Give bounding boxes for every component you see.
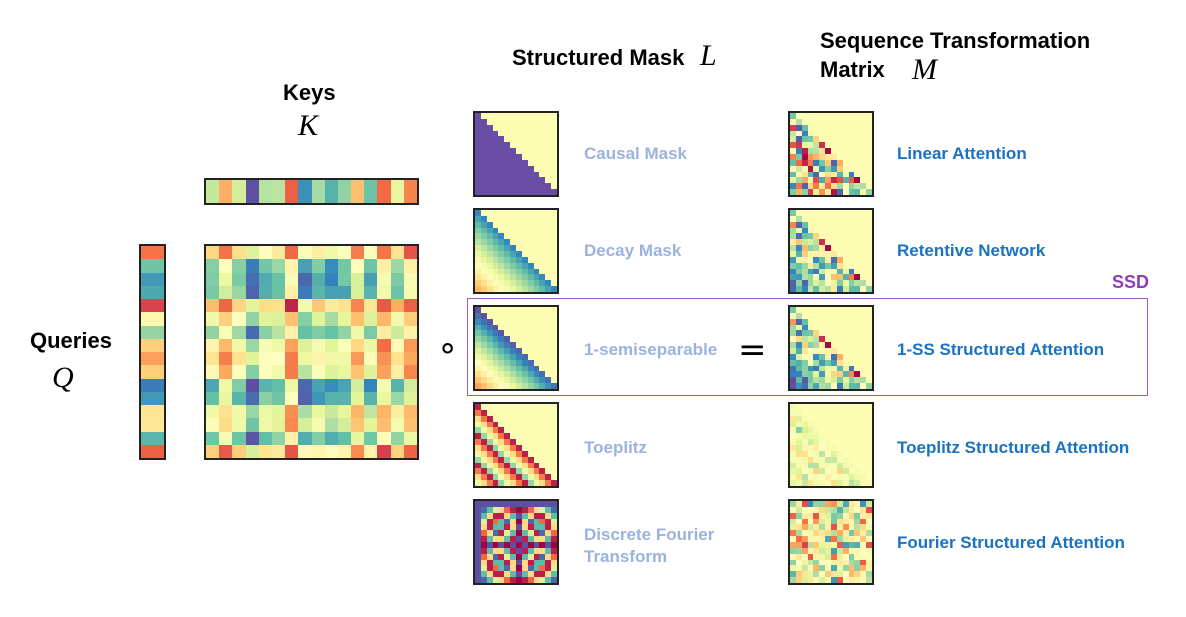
keys-symbol: K xyxy=(298,109,319,142)
keys-vector xyxy=(204,178,419,205)
mask-heading: Structured Mask xyxy=(512,45,685,70)
result-label-retentive-network: Retentive Network xyxy=(897,241,1046,260)
transform-heading-line1: Sequence Transformation xyxy=(820,28,1091,53)
queries-heading: Queries xyxy=(30,328,112,353)
qk-matrix xyxy=(204,244,419,460)
fourier-structured-attention-matrix xyxy=(788,499,874,585)
result-label-fourier-attention: Fourier Structured Attention xyxy=(897,533,1125,552)
mask-label-dft-line1: Discrete Fourier xyxy=(584,525,715,544)
mask-symbol: L xyxy=(700,39,717,72)
keys-heading: Keys xyxy=(283,80,336,105)
ssd-label: SSD xyxy=(1112,272,1150,292)
ss-structured-attention-matrix xyxy=(788,305,874,391)
equals-operator: = xyxy=(738,330,767,370)
retentive-network-matrix xyxy=(788,208,874,294)
linear-attention-matrix xyxy=(788,111,874,197)
queries-symbol: Q xyxy=(52,361,74,394)
transform-heading-line2: Matrix xyxy=(820,57,885,82)
semiseparable-mask-matrix xyxy=(473,305,559,391)
causal-mask-matrix xyxy=(473,111,559,197)
mask-label-toeplitz: Toeplitz xyxy=(584,438,647,457)
result-label-linear-attention: Linear Attention xyxy=(897,144,1027,163)
mask-label-semiseparable: 1-semiseparable xyxy=(584,340,718,359)
toeplitz-mask-matrix xyxy=(473,402,559,488)
result-label-1ss-attention: 1-SS Structured Attention xyxy=(897,340,1105,359)
mask-label-causal: Causal Mask xyxy=(584,144,687,163)
ssd-highlight-box xyxy=(467,298,1148,396)
hadamard-operator: ∘ xyxy=(437,328,459,368)
decay-mask-matrix xyxy=(473,208,559,294)
mask-label-decay: Decay Mask xyxy=(584,241,682,260)
queries-vector xyxy=(139,244,166,460)
transform-symbol: M xyxy=(912,53,937,86)
dft-mask-matrix xyxy=(473,499,559,585)
result-label-toeplitz-attention: Toeplitz Structured Attention xyxy=(897,438,1130,457)
toeplitz-structured-attention-matrix xyxy=(788,402,874,488)
mask-label-dft-line2: Transform xyxy=(584,547,668,566)
